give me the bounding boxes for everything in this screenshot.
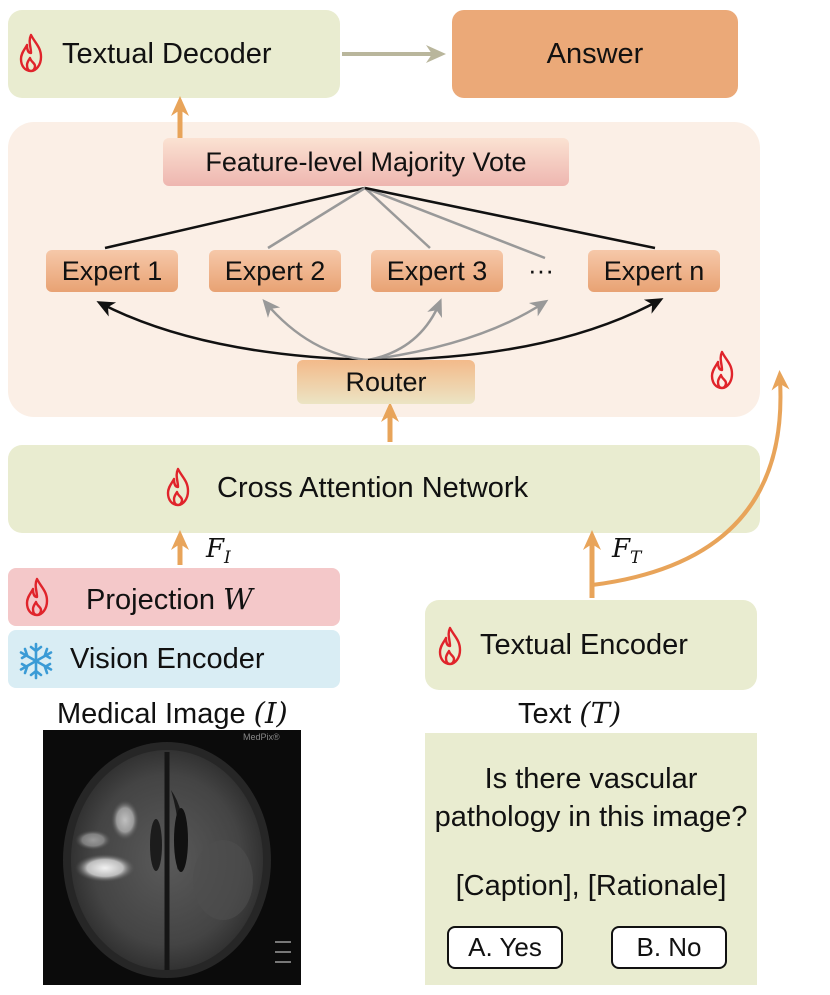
- medical-image-caption: Medical Image (I): [57, 696, 288, 730]
- majority-vote-box: Feature-level Majority Vote: [163, 138, 569, 186]
- medical-image: MedPix®: [43, 730, 301, 985]
- textual-decoder-label: Textual Decoder: [62, 38, 272, 70]
- caption-rationale-text: [Caption], [Rationale]: [455, 870, 727, 902]
- flame-icon: [25, 577, 49, 617]
- answer-box: [452, 10, 738, 98]
- flame-icon: [710, 350, 734, 390]
- textual-decoder-box: [8, 10, 340, 98]
- text-feature-label: FT: [612, 534, 642, 569]
- vision-encoder-label: Vision Encoder: [70, 643, 265, 675]
- router-box: Router: [297, 360, 475, 404]
- flame-icon: [166, 467, 190, 507]
- vision-encoder-box: [8, 630, 340, 688]
- flame-icon: [438, 626, 462, 666]
- projection-label: Projection W: [86, 582, 253, 616]
- image-feature-label: FI: [206, 534, 231, 569]
- expert-ellipsis: ···: [528, 255, 554, 285]
- flame-icon: [19, 33, 43, 73]
- answer-label: Answer: [546, 38, 644, 70]
- expert-1-box: Expert 1: [46, 250, 178, 292]
- snowflake-icon: [19, 642, 53, 680]
- router-to-expert-curves: [96, 298, 664, 362]
- question-line-2: pathology in this image?: [434, 801, 748, 833]
- question-line-1: Is there vascular: [484, 763, 698, 795]
- cross-attention-box: [8, 445, 760, 533]
- expert-n-box: Expert n: [588, 250, 720, 292]
- cross-attention-label: Cross Attention Network: [217, 472, 529, 504]
- option-a-box: A. Yes: [447, 926, 563, 969]
- text-encoder-to-moe-arrow: [591, 370, 790, 587]
- text-caption: Text (T): [518, 696, 622, 730]
- option-b-box: B. No: [611, 926, 727, 969]
- expert-2-box: Expert 2: [209, 250, 341, 292]
- expert-3-box: Expert 3: [371, 250, 503, 292]
- textual-encoder-label: Textual Encoder: [480, 629, 688, 661]
- textual-encoder-box: [425, 600, 757, 690]
- expert-to-vote-lines: [104, 186, 656, 260]
- projection-box: [8, 568, 340, 626]
- medpix-watermark: MedPix®: [243, 732, 280, 742]
